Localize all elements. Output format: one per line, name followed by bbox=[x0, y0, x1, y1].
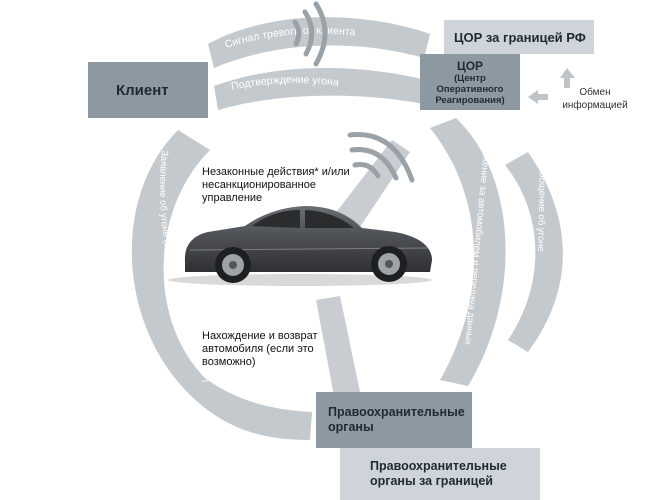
law-label: Правоохранительные органы bbox=[328, 405, 465, 434]
cor-box: ЦОР (Центр Оперативного Реагирования) bbox=[420, 54, 520, 110]
theft-message-arc bbox=[505, 152, 563, 352]
signal-car-icon bbox=[347, 132, 415, 183]
left-arc bbox=[131, 130, 312, 440]
signal-top-icon bbox=[292, 1, 328, 67]
recovery-note: Нахождение и возврат автомобиля (если эт… bbox=[202, 330, 318, 368]
inner-lower-band bbox=[316, 296, 360, 396]
cor-abroad-label: ЦОР за границей РФ bbox=[454, 29, 586, 45]
car-image bbox=[168, 206, 432, 286]
law-abroad-box: Правоохранительные органы за границей bbox=[340, 448, 540, 500]
cor-title: ЦОР bbox=[456, 58, 484, 73]
inner-diagonal-band bbox=[334, 140, 410, 230]
client-label: Клиент bbox=[116, 81, 169, 99]
cor-abroad-box: ЦОР за границей РФ bbox=[444, 20, 594, 54]
arc-label-theft-message: Сообщение об угоне bbox=[535, 160, 548, 252]
top-alarm-arc bbox=[208, 17, 430, 68]
exchange-label: Обмен информацией bbox=[562, 87, 628, 111]
cor-subtitle: (Центр Оперативного Реагирования) bbox=[435, 72, 505, 106]
law-abroad-label: Правоохранительные органы за границей bbox=[370, 459, 507, 488]
tracking-arc bbox=[430, 118, 506, 386]
top-confirm-arc bbox=[214, 67, 426, 110]
law-box: Правоохранительные органы bbox=[316, 392, 472, 448]
exchange-arrows-icon bbox=[528, 68, 575, 104]
client-box: Клиент bbox=[88, 62, 208, 118]
illegal-actions-note: Незаконные действия* и/или несанкциониро… bbox=[202, 166, 350, 204]
